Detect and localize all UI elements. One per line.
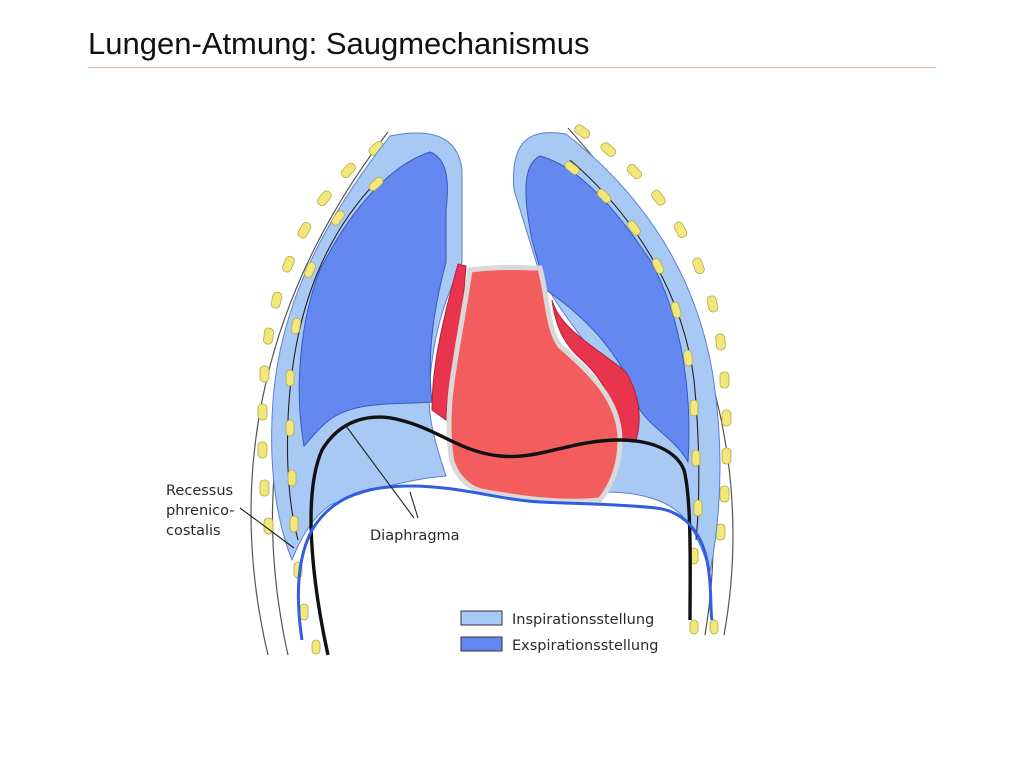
legend-swatch-expiration (460, 636, 503, 652)
recessus-label-line1: Recessus (166, 483, 233, 499)
recessus-label-line3: costalis (166, 523, 221, 539)
pointer-recessus (239, 507, 295, 549)
heart (446, 265, 623, 504)
diaphragma-label: Diaphragma (370, 528, 460, 544)
pleura-left (286, 179, 379, 541)
left-lung-expiration (298, 151, 448, 448)
page-title: Lungen-Atmung: Saugmechanismus (88, 26, 590, 61)
diaphragm-expiration-line (309, 415, 692, 656)
ribs-left-outer (257, 141, 385, 535)
ribs-left-inner (285, 176, 384, 655)
title-divider (88, 67, 936, 68)
ribs-right-inner (564, 161, 719, 635)
recessus-label-line2: phrenico- (166, 503, 235, 519)
pleura-right (569, 159, 700, 541)
legend: Inspirationsstellung Exspirationsstellun… (460, 610, 659, 654)
right-lung-expiration (525, 155, 690, 464)
ribs-right-outer (574, 124, 732, 541)
legend-label-inspiration: Inspirationsstellung (512, 612, 654, 628)
pointer-diaphragma-2 (409, 491, 419, 519)
diaphragm-inspiration-line (296, 484, 714, 641)
legend-label-expiration: Exspirationsstellung (512, 638, 659, 654)
pointer-diaphragma-1 (345, 425, 415, 519)
legend-swatch-inspiration (460, 610, 503, 626)
